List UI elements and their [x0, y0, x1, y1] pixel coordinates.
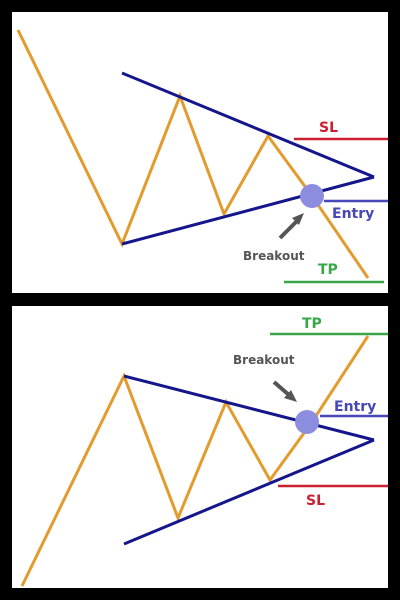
bullish-breakout-canvas: TP Breakout Entry SL — [20, 316, 388, 587]
price-line — [20, 335, 370, 587]
breakout-arrow-icon — [272, 380, 297, 402]
tp-label: TP — [302, 316, 322, 332]
breakout-arrow-icon — [278, 213, 304, 240]
breakout-marker — [300, 184, 324, 208]
upper-trendline — [123, 374, 375, 442]
breakout-marker — [295, 410, 319, 434]
entry-label: Entry — [334, 399, 376, 415]
lower-trendline — [121, 175, 375, 246]
sl-label: SL — [306, 493, 325, 509]
lower-trendline — [123, 438, 375, 546]
tp-label: TP — [318, 262, 338, 278]
bearish-breakout-diagram: SL Entry Breakout TP — [12, 12, 388, 293]
sl-label: SL — [319, 120, 338, 136]
upper-trendline — [121, 71, 375, 179]
bearish-breakout-canvas: SL Entry Breakout TP — [16, 29, 388, 284]
bullish-breakout-diagram: TP Breakout Entry SL — [12, 306, 388, 588]
entry-label: Entry — [332, 206, 374, 222]
breakout-label: Breakout — [243, 249, 305, 263]
breakout-label: Breakout — [233, 353, 295, 367]
